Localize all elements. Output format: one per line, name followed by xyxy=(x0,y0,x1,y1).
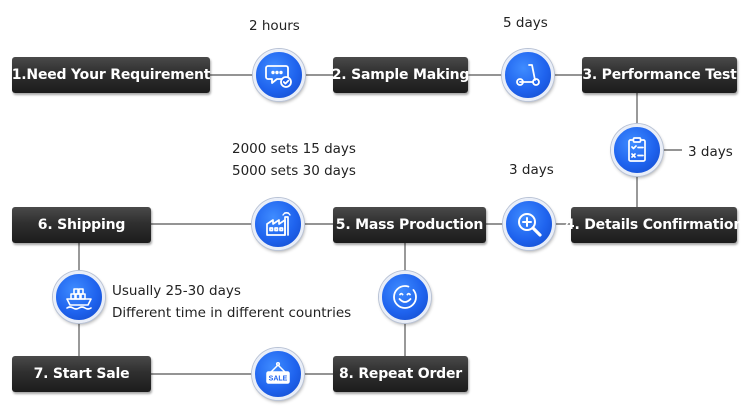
time-label-performance: 3 days xyxy=(688,144,733,160)
chat-check-icon xyxy=(253,49,305,101)
step-details-confirmation: 4. Details Confirmation xyxy=(565,207,743,243)
time-label-production-5000: 5000 sets 30 days xyxy=(232,163,356,179)
step-repeat-order: 8. Repeat Order xyxy=(333,356,468,392)
scooter-icon xyxy=(502,49,554,101)
time-label-requirement: 2 hours xyxy=(249,18,300,34)
step-performance-test: 3. Performance Test xyxy=(582,57,737,93)
sale-sign-text: SALE xyxy=(269,376,288,383)
time-label-shipping-varies: Different time in different countries xyxy=(112,305,352,321)
sale-sign-icon: SALE xyxy=(252,348,304,400)
factory-icon xyxy=(252,198,304,250)
step-sample-making: 2. Sample Making xyxy=(332,57,469,93)
time-label-details: 3 days xyxy=(509,162,554,178)
time-label-shipping-usual: Usually 25-30 days xyxy=(112,283,241,299)
step-mass-production: 5. Mass Production xyxy=(333,207,486,243)
time-label-sample: 5 days xyxy=(503,15,548,31)
step-shipping: 6. Shipping xyxy=(12,207,151,243)
magnifier-plus-icon xyxy=(503,198,555,250)
step-start-sale: 7. Start Sale xyxy=(12,356,151,392)
clipboard-checklist-icon xyxy=(611,124,663,176)
smiley-icon xyxy=(379,271,431,323)
cargo-ship-icon xyxy=(53,271,105,323)
time-label-production-2000: 2000 sets 15 days xyxy=(232,141,356,157)
step-need-requirement: 1.Need Your Requirement xyxy=(12,57,210,93)
